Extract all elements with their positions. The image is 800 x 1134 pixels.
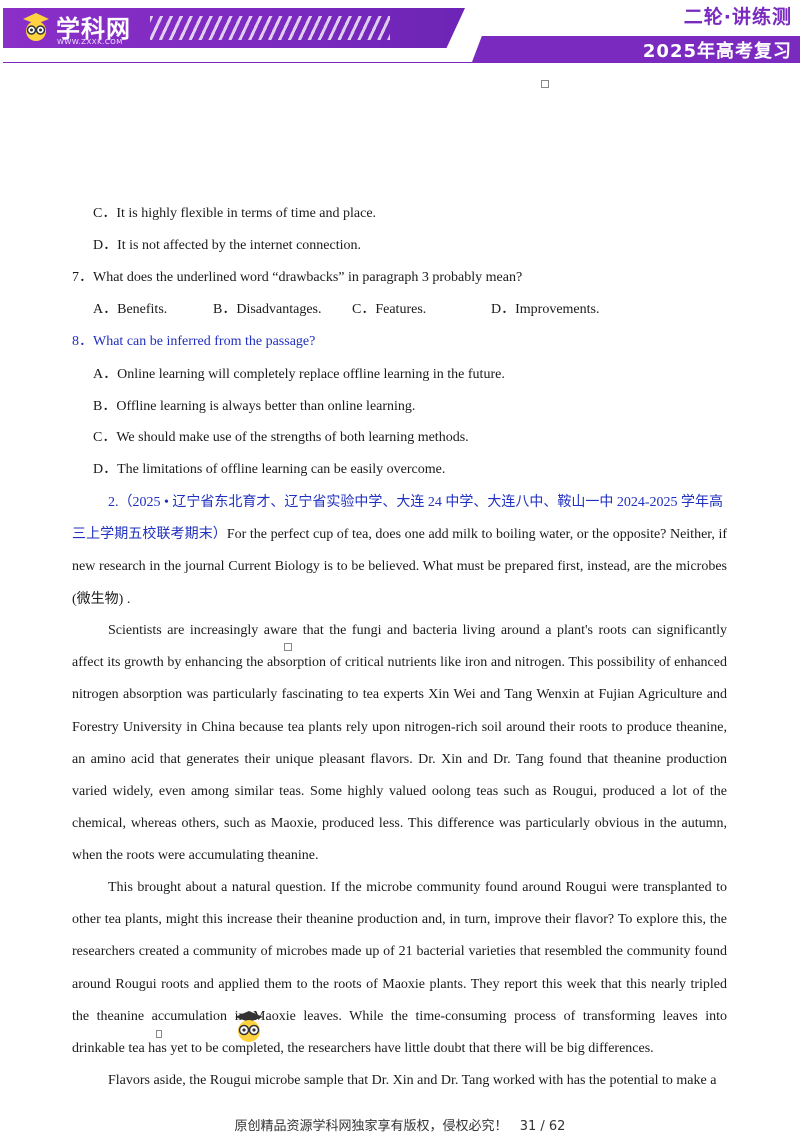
owl-logo-icon — [23, 13, 49, 41]
copyright-notice: 原创精品资源学科网独家享有版权，侵权必究！ — [234, 1119, 508, 1134]
q7-stem: 7．What does the underlined word “drawbac… — [72, 270, 523, 285]
anchor-mark-icon — [541, 80, 549, 88]
header-stripes — [150, 16, 390, 40]
passage-2-intro-text: For the perfect cup of tea, does one add… — [72, 527, 728, 607]
paragraph-2-text: This brought about a natural question. I… — [72, 880, 727, 1057]
logo-url: WWW.ZXXK.COM — [57, 38, 123, 46]
q8-option-b: B．Offline learning is always better than… — [93, 399, 416, 414]
q8-option-c: C．We should make use of the strengths of… — [93, 430, 469, 445]
passage-2-intro: 2.（2025 • 辽宁省东北育才、辽宁省实验中学、大连 24 中学、大连八中、… — [72, 487, 727, 616]
passage-2-paragraph-1: Scientists are increasingly aware that t… — [72, 615, 727, 873]
q8-option-a: A．Online learning will completely replac… — [93, 367, 505, 382]
anchor-mark-icon — [284, 643, 292, 651]
q7-option-a: A．Benefits. — [93, 302, 168, 317]
paragraph-1-text: Scientists are increasingly aware that t… — [72, 623, 727, 864]
series-title: 二轮·讲练测 — [683, 6, 792, 28]
passage-2-paragraph-2: This brought about a natural question. I… — [72, 872, 727, 1065]
q7-option-b: B．Disadvantages. — [213, 302, 322, 317]
passage-2-paragraph-3: Flavors aside, the Rougui microbe sample… — [72, 1065, 727, 1097]
q8-stem: 8．What can be inferred from the passage? — [72, 334, 316, 349]
header-divider — [3, 62, 800, 63]
q7-option-c: C．Features. — [352, 302, 427, 317]
page-footer: 原创精品资源学科网独家享有版权，侵权必究！ 31 / 62 — [0, 1115, 800, 1134]
passage-2-source-line1: 2.（2025 • 辽宁省东北育才、辽宁省实验中学、大连 24 中学、大连八中、… — [108, 495, 724, 510]
anchor-mark-icon — [156, 1030, 162, 1038]
q7-option-d: D．Improvements. — [491, 302, 600, 317]
owl-mascot-icon — [235, 1011, 263, 1042]
passage-2-source-line2: 三上学期五校联考期末） — [72, 527, 227, 543]
page-number: 31 / 62 — [519, 1119, 566, 1134]
page-header: 学科网 WWW.ZXXK.COM 二轮·讲练测 2025年高考复习 — [0, 0, 800, 64]
header-right-bar — [472, 36, 800, 62]
q6-option-d: D．It is not affected by the internet con… — [93, 238, 361, 253]
q6-option-c: C．It is highly flexible in terms of time… — [93, 206, 377, 221]
series-subtitle: 2025年高考复习 — [642, 41, 792, 62]
paragraph-3-text: Flavors aside, the Rougui microbe sample… — [108, 1073, 717, 1088]
logo-text: 学科网 — [56, 15, 131, 43]
q8-option-d: D．The limitations of offline learning ca… — [93, 462, 446, 477]
